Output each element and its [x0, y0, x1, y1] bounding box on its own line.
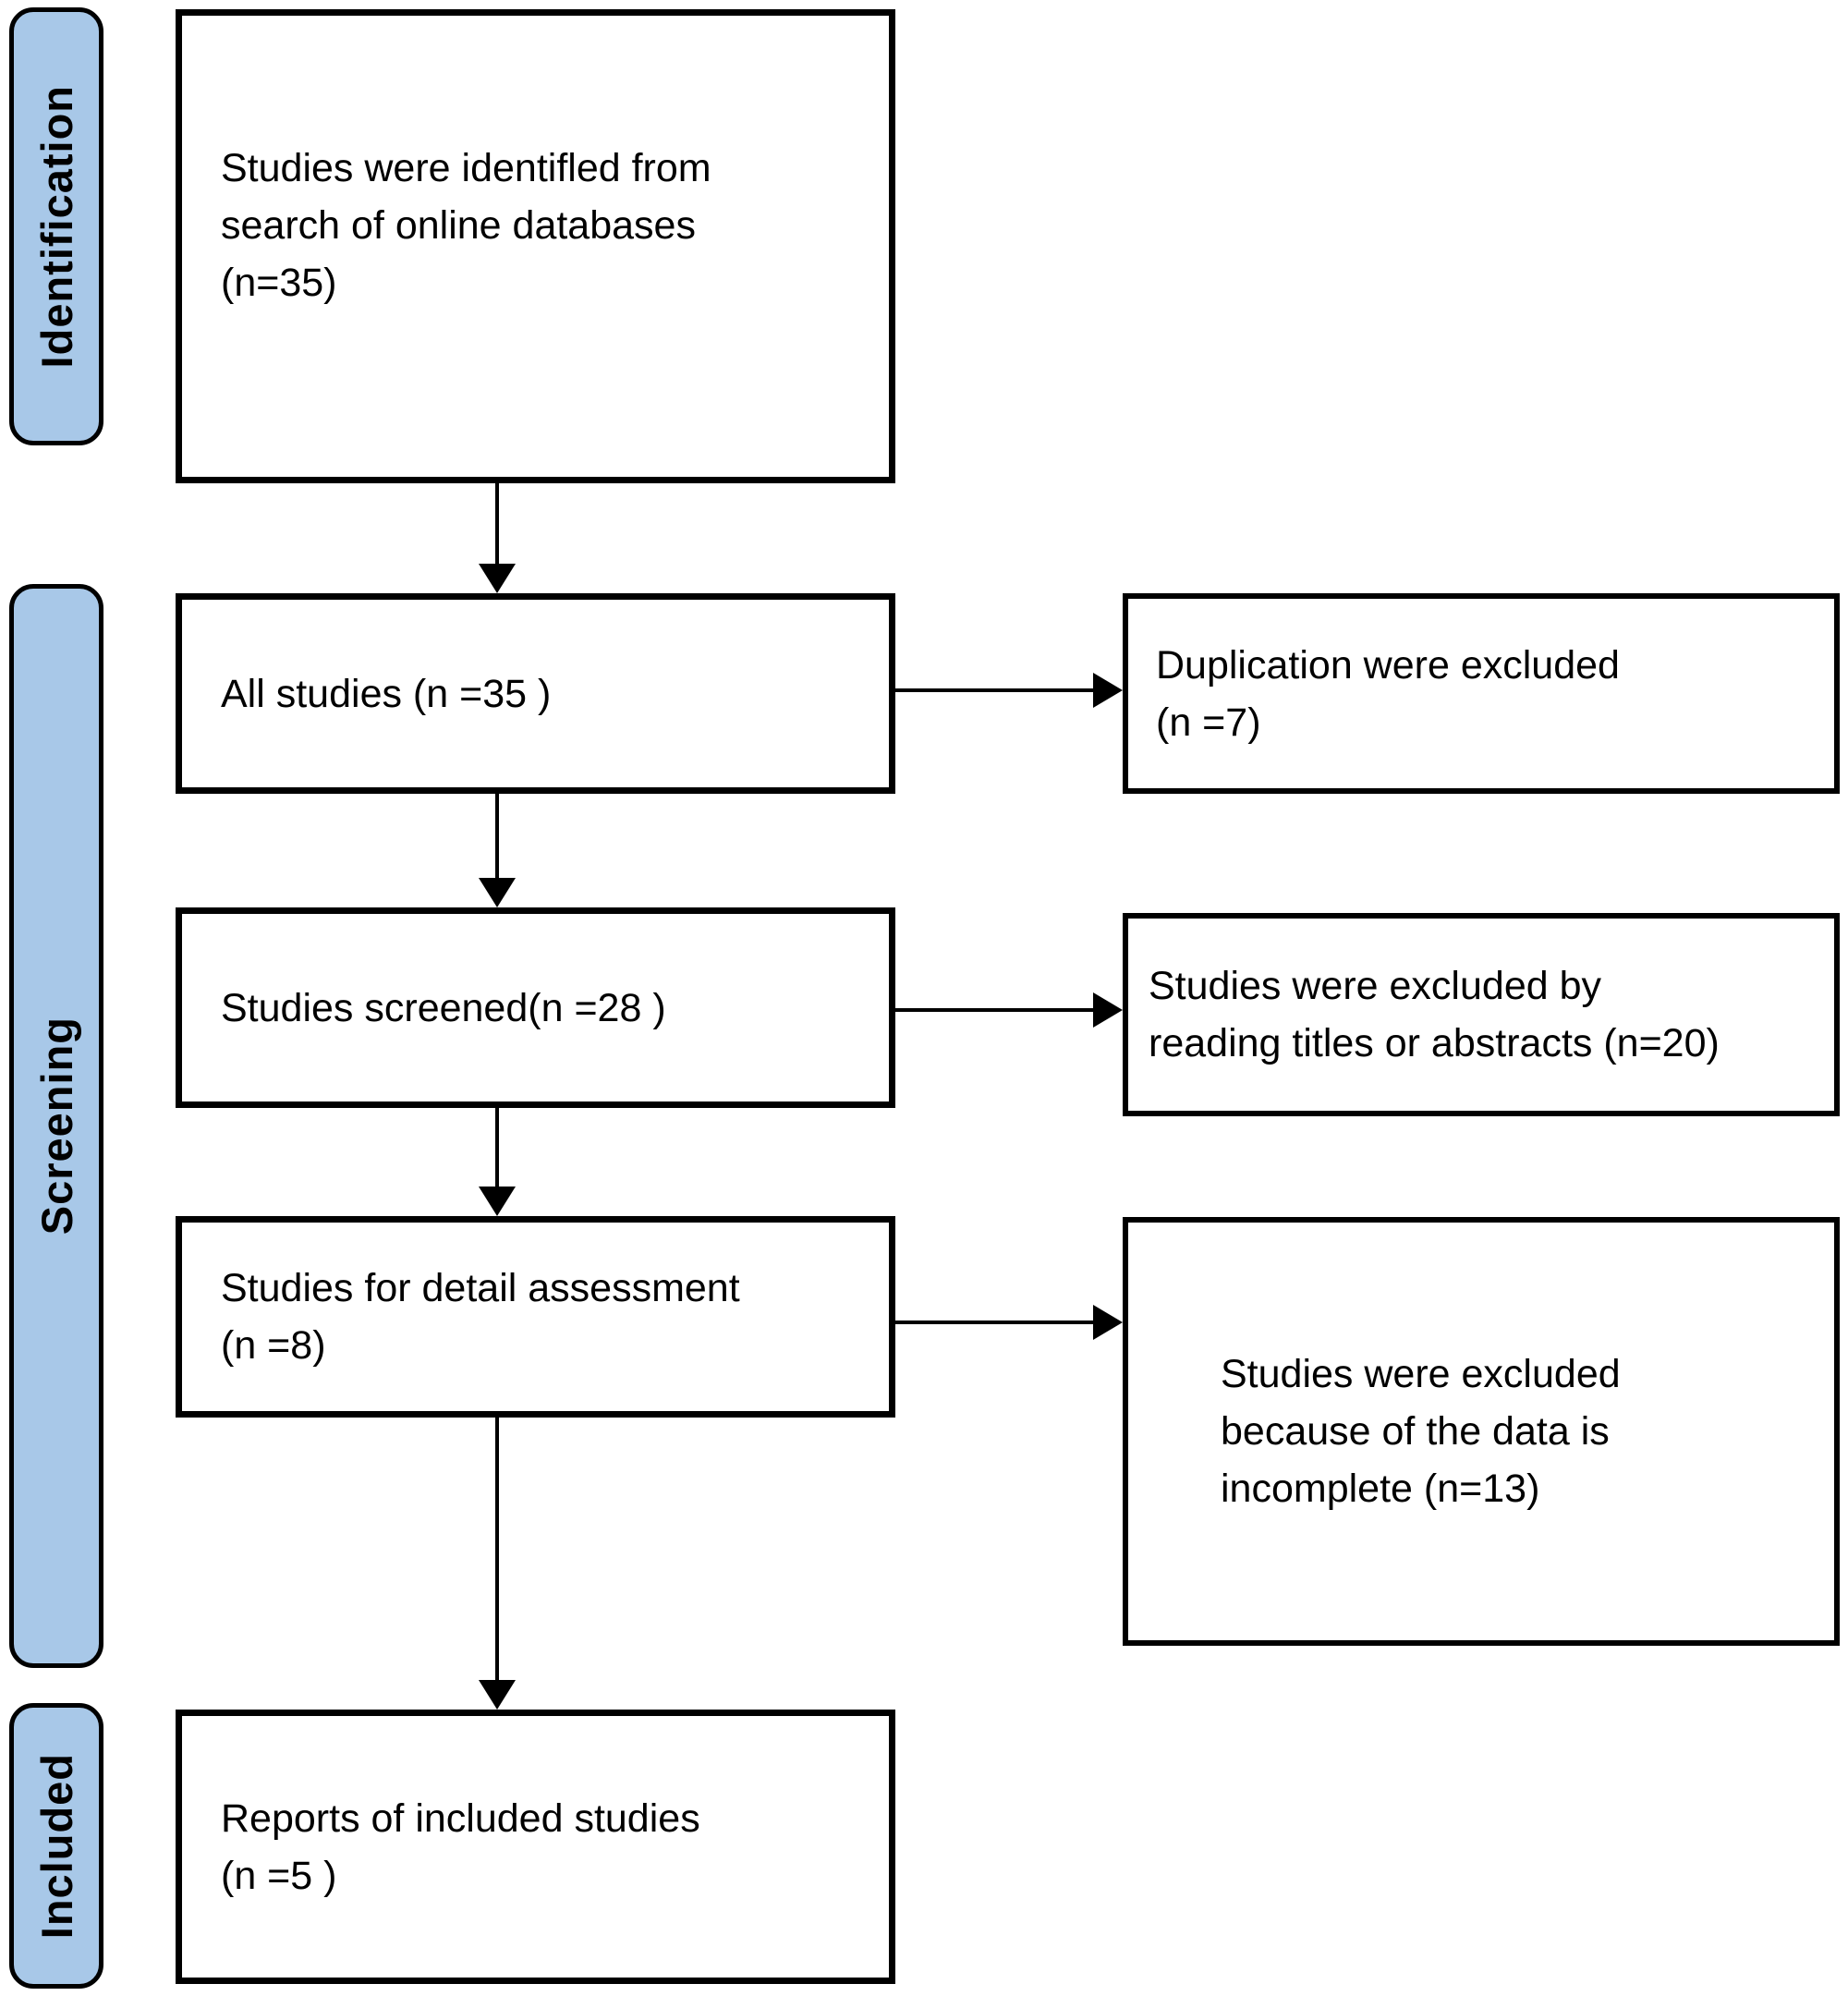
arrow-shaft — [495, 1418, 499, 1684]
arrow-shaft — [495, 1108, 499, 1190]
box-excluded-titles-abstracts: Studies were excluded by reading titles … — [1123, 913, 1840, 1116]
box-included-reports: Reports of included studies (n =5 ) — [176, 1710, 895, 1984]
box-detail-assessment: Studies for detail assessment (n =8) — [176, 1216, 895, 1418]
box-all-studies-text: All studies (n =35 ) — [221, 671, 552, 716]
arrow-screened-to-titles-abstracts-excluded — [894, 992, 1123, 1028]
box-studies-screened-text: Studies screened(n =28 ) — [221, 985, 666, 1030]
stage-identification: Identification — [9, 7, 103, 445]
arrowhead-down-icon — [479, 1680, 516, 1710]
arrow-shaft — [894, 1008, 1097, 1012]
arrow-detail-assessment-to-incomplete-excluded — [894, 1305, 1123, 1340]
arrowhead-right-icon — [1093, 992, 1123, 1028]
arrowhead-down-icon — [479, 878, 516, 907]
arrowhead-down-icon — [479, 564, 516, 593]
arrow-shaft — [894, 1321, 1097, 1324]
box-detail-assessment-text: Studies for detail assessment (n =8) — [221, 1266, 740, 1368]
arrow-shaft — [495, 794, 499, 882]
box-excluded-incomplete: Studies were excluded because of the dat… — [1123, 1217, 1840, 1646]
arrow-shaft — [495, 483, 499, 567]
stage-screening-label: Screening — [31, 1016, 81, 1235]
arrow-shaft — [894, 688, 1097, 692]
box-studies-identified: Studies were identifled from search of o… — [176, 9, 895, 483]
arrow-screened-to-detail-assessment — [479, 1108, 516, 1216]
arrowhead-down-icon — [479, 1187, 516, 1216]
box-excluded-duplication: Duplication were excluded (n =7) — [1123, 593, 1840, 794]
box-excluded-duplication-text: Duplication were excluded (n =7) — [1156, 642, 1620, 745]
box-excluded-titles-abstracts-text: Studies were excluded by reading titles … — [1149, 964, 1720, 1065]
arrow-all-studies-to-duplication-excluded — [894, 673, 1123, 708]
stage-identification-label: Identification — [31, 84, 81, 369]
stage-included: Included — [9, 1703, 103, 1989]
arrow-all-studies-to-screened — [479, 794, 516, 907]
arrowhead-right-icon — [1093, 673, 1123, 708]
box-all-studies: All studies (n =35 ) — [176, 593, 895, 794]
box-excluded-incomplete-text: Studies were excluded because of the dat… — [1221, 1352, 1621, 1511]
arrow-detail-assessment-to-included — [479, 1418, 516, 1710]
stage-included-label: Included — [31, 1752, 81, 1940]
box-studies-screened: Studies screened(n =28 ) — [176, 907, 895, 1108]
arrowhead-right-icon — [1093, 1305, 1123, 1340]
arrow-identified-to-all-studies — [479, 483, 516, 593]
stage-screening: Screening — [9, 584, 103, 1668]
box-studies-identified-text: Studies were identifled from search of o… — [221, 146, 711, 305]
box-included-reports-text: Reports of included studies (n =5 ) — [221, 1795, 700, 1898]
